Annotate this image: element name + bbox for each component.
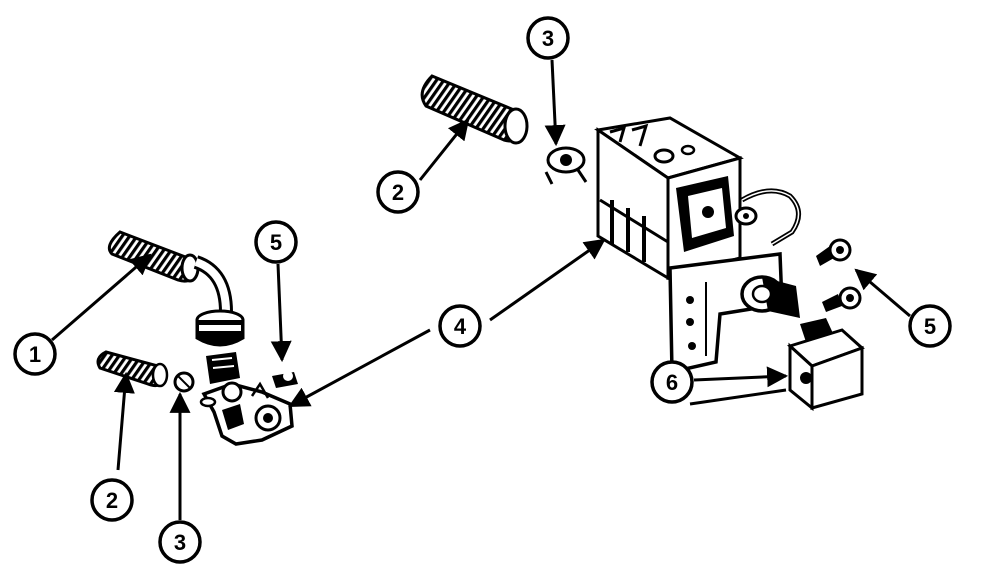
small-valve-body bbox=[199, 381, 294, 446]
hose-part-1 bbox=[107, 230, 200, 283]
svg-text:5: 5 bbox=[924, 314, 936, 339]
svg-text:4: 4 bbox=[454, 314, 467, 339]
callout-5-left: 5 bbox=[254, 220, 298, 264]
gas-valve-housing bbox=[594, 116, 758, 281]
screw-part-5-lower bbox=[822, 286, 862, 312]
regulator-body bbox=[740, 275, 800, 318]
nut-fitting bbox=[206, 352, 240, 384]
svg-text:3: 3 bbox=[542, 26, 554, 51]
hose-part-2-upper bbox=[420, 74, 529, 145]
svg-text:6: 6 bbox=[666, 370, 678, 395]
thermocouple-wire bbox=[740, 188, 801, 247]
mounting-bracket bbox=[668, 252, 784, 375]
svg-text:5: 5 bbox=[270, 230, 282, 255]
hose-part-2-lower bbox=[96, 350, 169, 388]
callout-5-right: 5 bbox=[908, 304, 952, 348]
svg-text:1: 1 bbox=[29, 342, 41, 367]
callout-1: 1 bbox=[13, 332, 57, 376]
leader-lines bbox=[51, 59, 911, 520]
callout-2-upper: 2 bbox=[376, 170, 420, 214]
grommet bbox=[195, 309, 245, 347]
callout-4: 4 bbox=[438, 304, 482, 348]
clamp-part-3-lower bbox=[173, 371, 195, 393]
clamp-part-3-upper bbox=[544, 146, 588, 185]
screw-part-5-upper bbox=[816, 238, 852, 266]
solenoid-block-part-6 bbox=[787, 328, 865, 412]
callout-6: 6 bbox=[650, 360, 694, 404]
svg-text:2: 2 bbox=[106, 488, 118, 513]
svg-text:2: 2 bbox=[392, 180, 404, 205]
callout-2-lower: 2 bbox=[90, 478, 134, 522]
screw-part-5-left bbox=[272, 371, 298, 388]
callout-3-upper: 3 bbox=[526, 16, 570, 60]
tube-elbow bbox=[193, 255, 233, 313]
svg-text:3: 3 bbox=[174, 530, 186, 555]
callout-3-lower: 3 bbox=[158, 520, 202, 564]
